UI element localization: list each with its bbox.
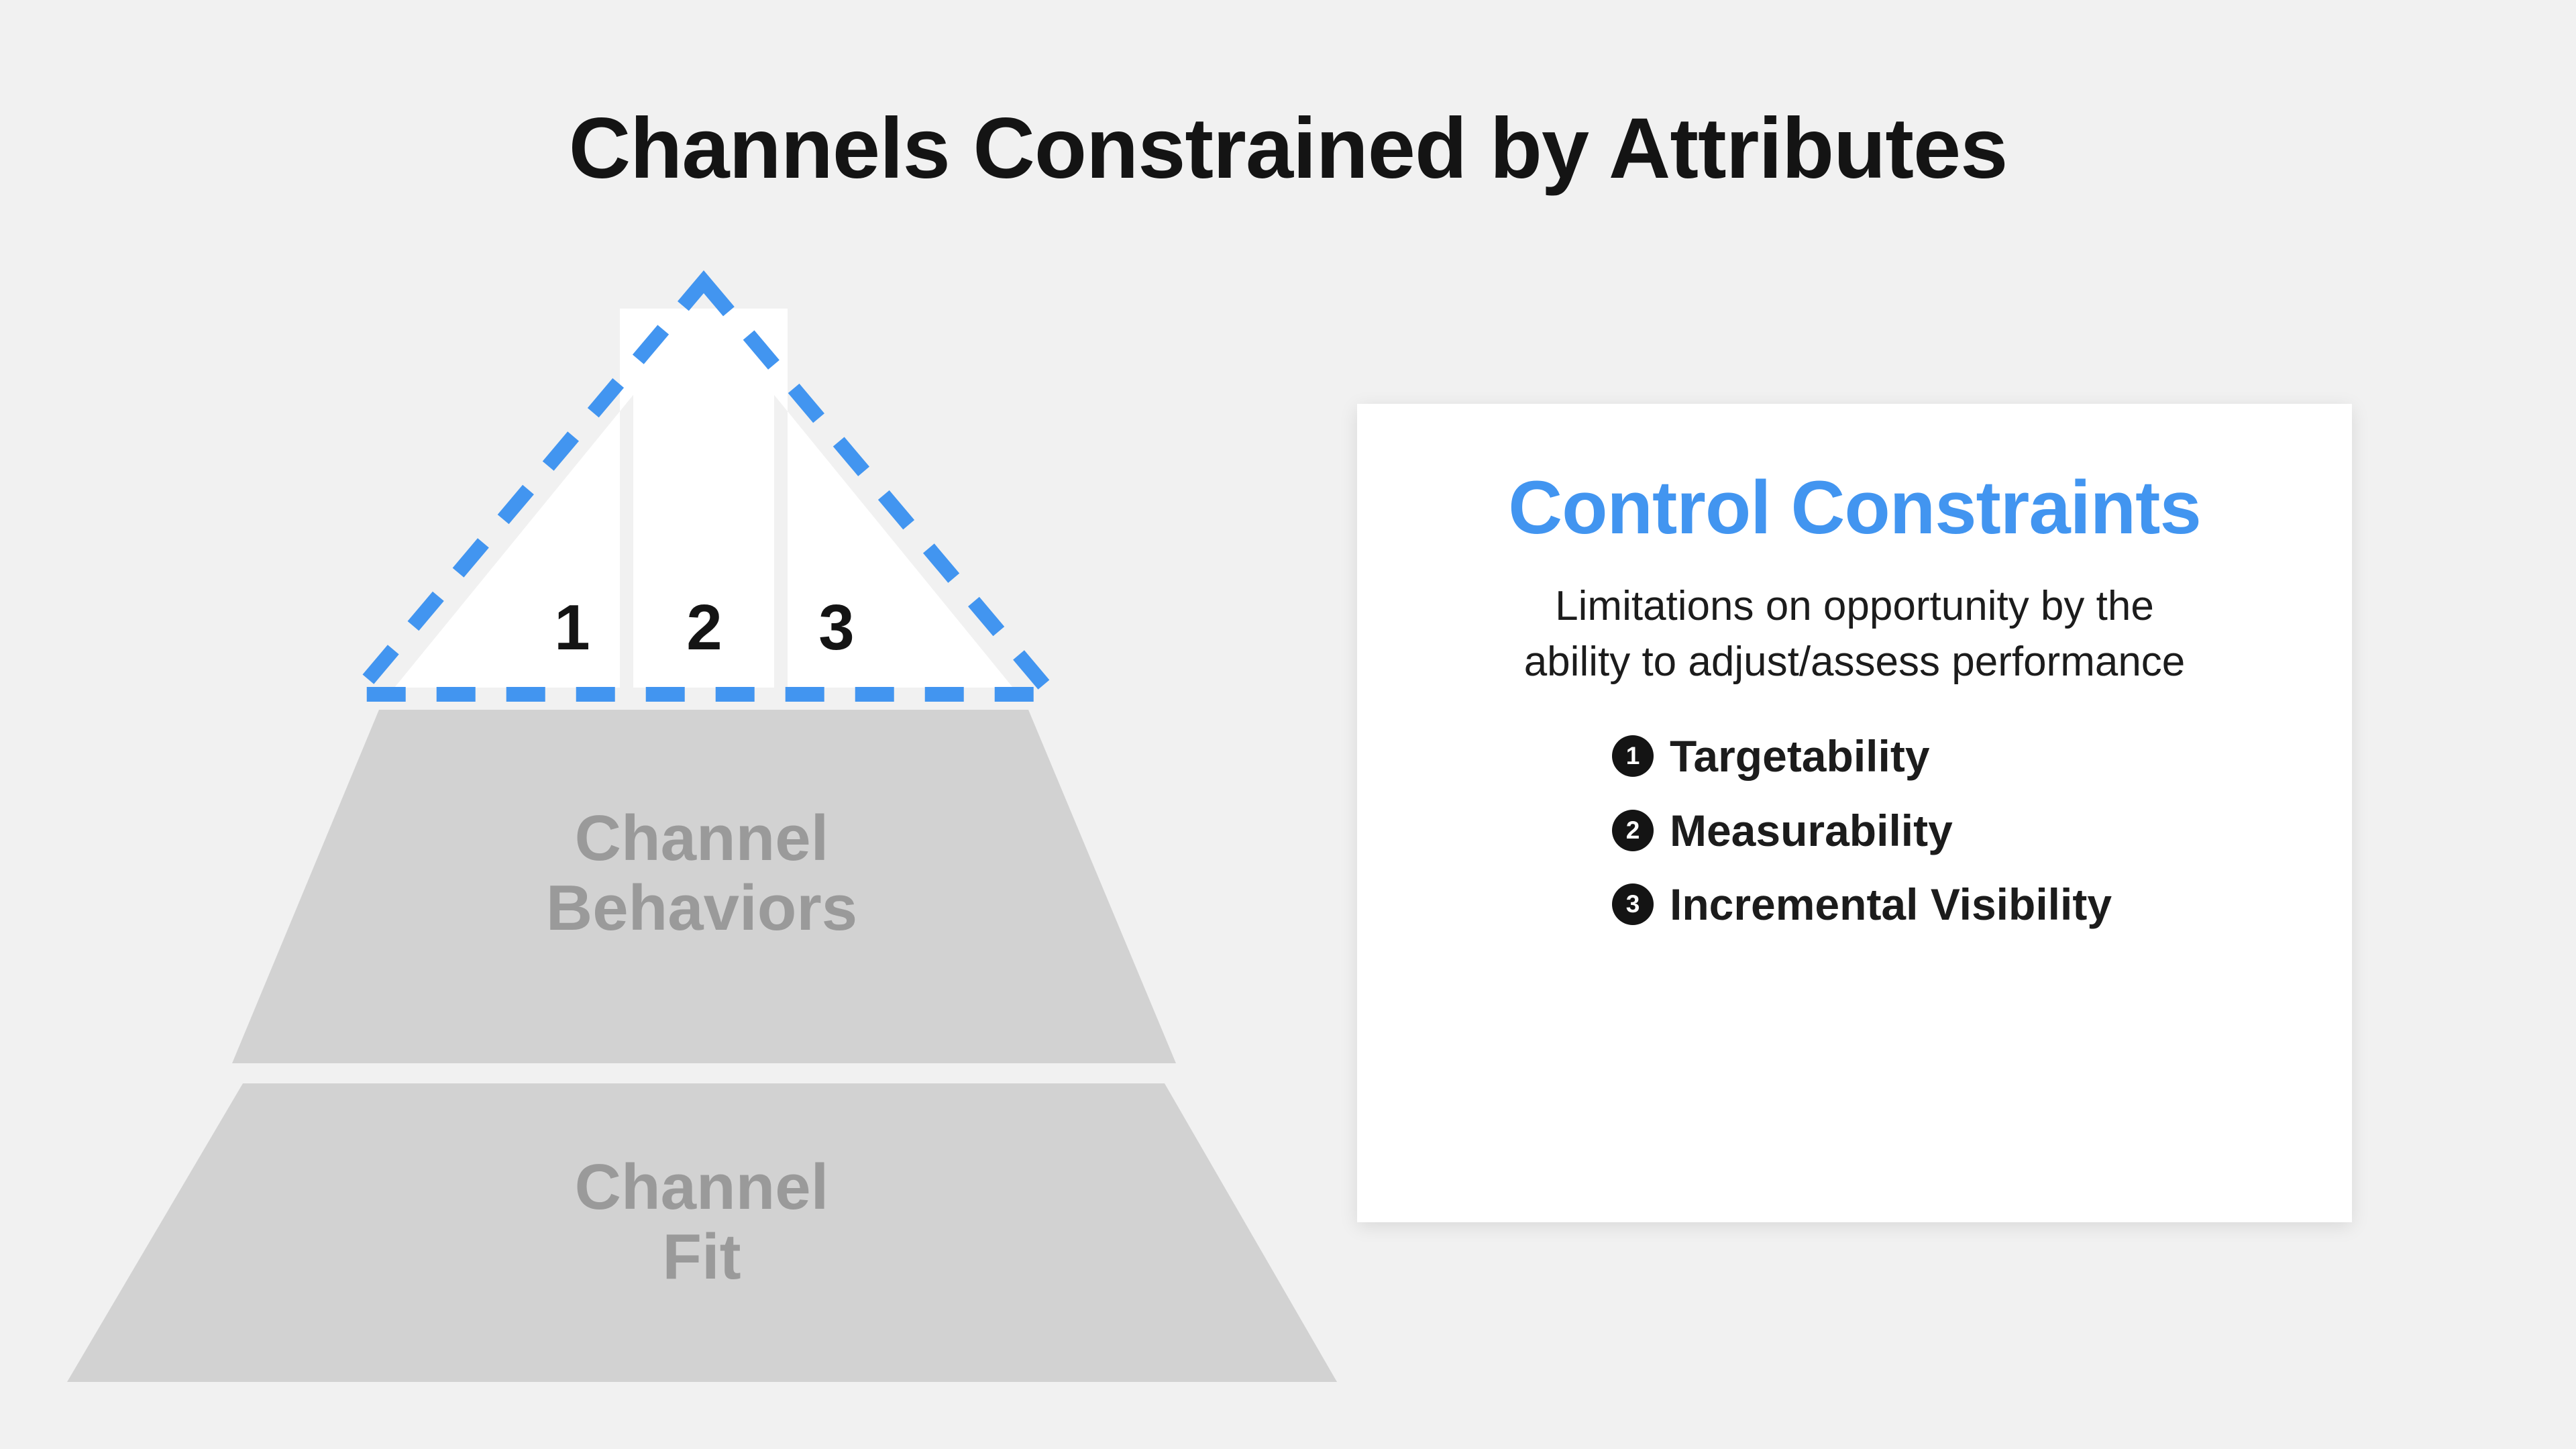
apex-wedge-number-1: 1 [554, 592, 590, 663]
pyramid-apex-wedges [394, 309, 1013, 688]
apex-wedge-number-2: 2 [686, 592, 722, 663]
list-item[interactable]: 2 Measurability [1612, 806, 2298, 855]
apex-wedge-3[interactable] [704, 309, 1013, 688]
card-constraint-list: 1 Targetability 2 Measurability 3 Increm… [1411, 732, 2298, 929]
control-constraints-card: Control Constraints Limitations on oppor… [1357, 404, 2352, 1222]
pyramid-tier-channel-behaviors[interactable] [232, 710, 1176, 1063]
number-badge-icon: 2 [1612, 809, 1654, 851]
number-badge-icon: 3 [1612, 883, 1654, 926]
number-badge-icon: 1 [1612, 735, 1654, 777]
list-item[interactable]: 1 Targetability [1612, 732, 2298, 781]
list-item-label: Targetability [1670, 731, 1930, 781]
pyramid-svg [67, 270, 1337, 1382]
card-heading: Control Constraints [1508, 466, 2202, 549]
apex-wedge-number-3: 3 [818, 592, 855, 663]
list-item-label: Incremental Visibility [1670, 879, 2112, 930]
list-item-label: Measurability [1670, 805, 1953, 855]
apex-wedge-1[interactable] [394, 309, 704, 688]
apex-wedge-2[interactable] [633, 309, 774, 688]
pyramid-diagram: 1 2 3 Channel Behaviors Channel Fit [67, 270, 1337, 1382]
page-title: Channels Constrained by Attributes [568, 100, 2008, 197]
pyramid-tier-channel-fit[interactable] [67, 1083, 1337, 1382]
list-item[interactable]: 3 Incremental Visibility [1612, 880, 2298, 929]
card-description: Limitations on opportunity by the abilit… [1523, 582, 2186, 686]
